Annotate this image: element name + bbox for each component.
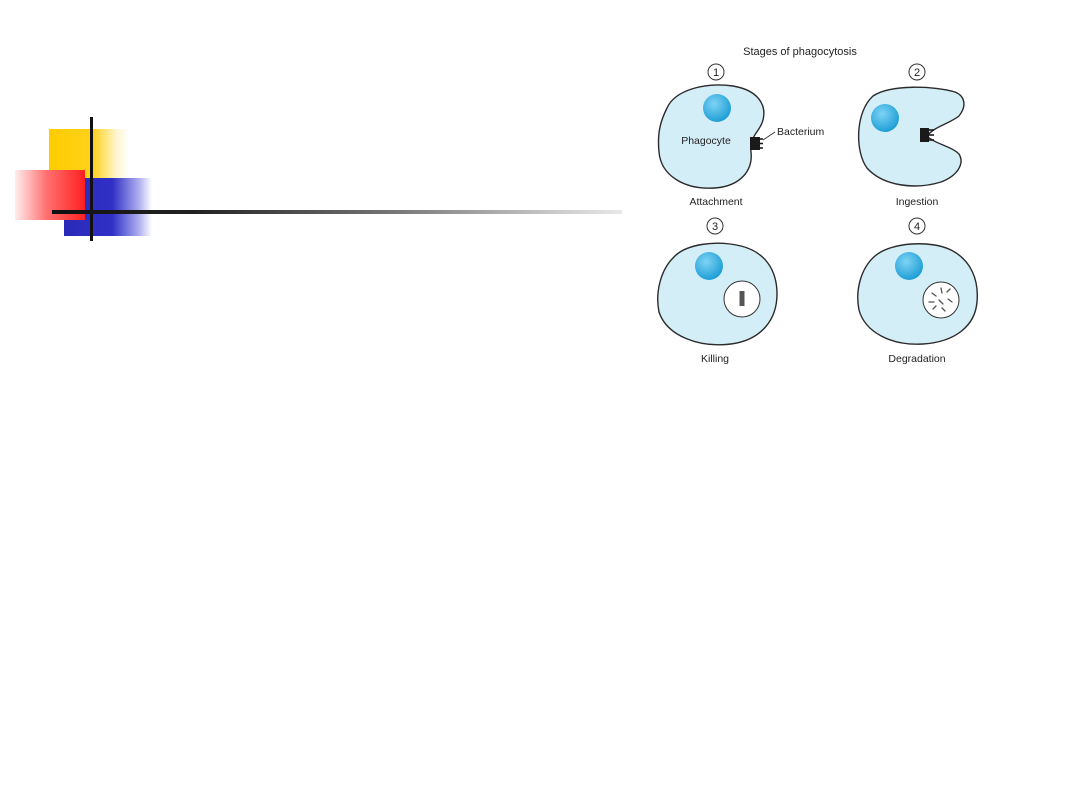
title-decoration (0, 0, 640, 260)
stage-2-number-circle (908, 63, 926, 81)
nucleus-2 (871, 104, 899, 132)
phagocyte-cell-2 (858, 86, 965, 187)
stage-3-number: 3 (712, 221, 718, 233)
stage-4-number-circle (908, 217, 926, 235)
stage-1-number: 1 (713, 67, 719, 79)
stage-2-number: 2 (914, 67, 920, 79)
stage-3: 3 Killing (657, 217, 778, 365)
bacterium-3 (739, 291, 745, 306)
stage-3-number-circle (706, 217, 724, 235)
stage-1-number-circle (707, 63, 725, 81)
vertical-rule (90, 117, 93, 241)
phagocytosis-svg: Stages of phagocytosis 1 Phagocyte Bacte… (657, 46, 978, 365)
diagram-title: Stages of phagocytosis (743, 46, 857, 58)
nucleus-4 (895, 252, 923, 280)
bacterium-1 (750, 137, 763, 150)
phagocyte-cell-1 (657, 84, 765, 189)
phagocyte-cell-3 (657, 242, 778, 346)
stage-2-label: Ingestion (896, 196, 939, 208)
stage-3-label: Killing (701, 353, 729, 365)
stage-4-number: 4 (914, 221, 920, 233)
nucleus-3 (695, 252, 723, 280)
bacterium-pointer (762, 131, 776, 141)
phagocytosis-diagram: Stages of phagocytosis 1 Phagocyte Bacte… (645, 40, 1025, 375)
stage-4-label: Degradation (888, 353, 945, 365)
phagocyte-cell-4 (857, 243, 978, 345)
nucleus-1 (703, 94, 731, 122)
stage-4: 4 Degradation (857, 217, 978, 365)
bacterium-label: Bacterium (777, 126, 825, 138)
bacterium-fragments (928, 287, 953, 312)
phagocyte-label: Phagocyte (681, 135, 731, 147)
stage-1-label: Attachment (689, 196, 742, 208)
stage-2: 2 Ingestion (858, 63, 965, 208)
horizontal-rule (52, 210, 622, 214)
phagolysosome-4 (922, 281, 960, 319)
bacterium-2 (920, 128, 934, 142)
stage-1: 1 Phagocyte Bacterium Attachment (657, 63, 825, 208)
